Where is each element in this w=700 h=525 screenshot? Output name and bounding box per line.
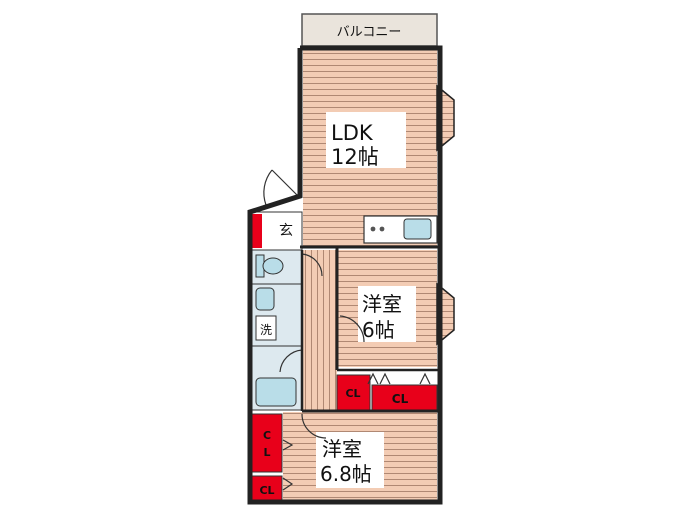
kitchen-sink: [403, 218, 432, 240]
toilet-door-swing: [301, 253, 323, 277]
closet-b: CL: [371, 384, 438, 411]
shoe-closet: [252, 214, 262, 248]
room1-label-bg: [358, 286, 416, 342]
hallway: [303, 250, 337, 410]
room2-size: 6.8帖: [320, 462, 372, 486]
stove-burner-icon: [370, 226, 376, 232]
washroom: 洗: [251, 283, 303, 347]
western-room-1: 洋室 6帖: [337, 250, 455, 367]
closet-cd-door-marks: [282, 439, 294, 491]
room2-name: 洋室: [322, 437, 362, 461]
balcony-label: バルコニー: [337, 25, 402, 40]
washer-space: [255, 315, 277, 341]
closet-c-label-c: C: [263, 429, 271, 442]
bathroom: [251, 345, 303, 411]
closet-door-marks: [367, 372, 431, 385]
toilet-icon: [262, 257, 284, 275]
entrance: 玄: [251, 169, 303, 251]
closet-d: CL: [251, 475, 283, 503]
closet-d-label: CL: [259, 484, 274, 497]
balcony: バルコニー: [301, 13, 438, 47]
entrance-label: 玄: [279, 222, 293, 239]
ldk-label-bg: [326, 112, 406, 168]
room1-name: 洋室: [362, 292, 402, 316]
bathtub-icon: [255, 377, 297, 407]
ldk-name: LDK: [331, 121, 374, 145]
room1-door-swing: [339, 315, 365, 343]
closet-c-label-l: L: [263, 446, 270, 459]
stove-burner-icon: [379, 226, 385, 232]
walls: [247, 45, 443, 505]
entrance-door-swing: [263, 169, 299, 206]
closet-c: C L: [251, 413, 283, 473]
western-room-2: 洋室 6.8帖: [283, 412, 437, 500]
room2-label-bg: [316, 432, 384, 488]
bath-door-swing: [279, 349, 303, 373]
room1-size: 6帖: [362, 318, 395, 342]
wash-basin: [255, 287, 275, 311]
ldk-room: LDK 12帖: [303, 50, 455, 247]
closet-a-label: CL: [345, 387, 360, 400]
ldk-size: 12帖: [331, 145, 379, 169]
closet-b-label: CL: [392, 392, 409, 406]
room2-door-swing: [301, 413, 327, 439]
closet-a: CL: [336, 374, 371, 411]
washroom-label: 洗: [260, 323, 272, 337]
